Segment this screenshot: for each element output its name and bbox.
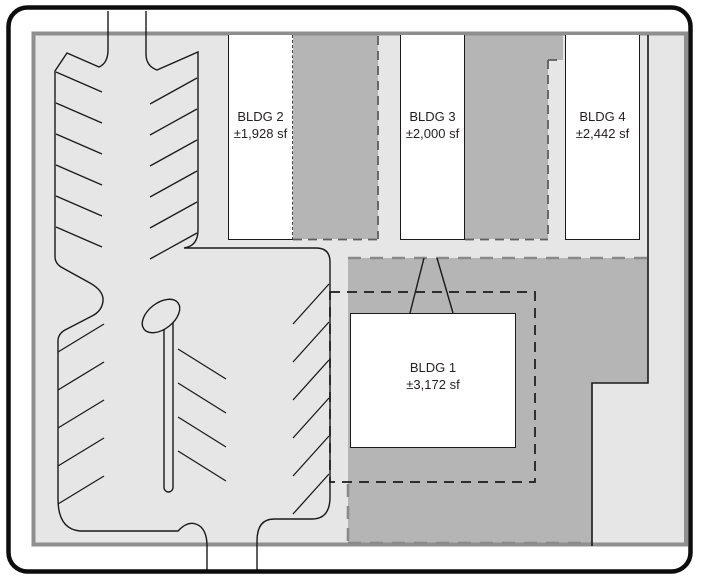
site-boundary-border (31, 31, 688, 547)
building-bldg-3: BLDG 3 ±2,000 sf (400, 35, 465, 240)
pad-dashed-edges (293, 36, 648, 545)
building-area: ±2,442 sf (575, 126, 630, 141)
building-bldg-2: BLDG 2 ±1,928 sf (228, 35, 293, 240)
outer-property-border (6, 5, 693, 574)
parking-outline-west (54, 11, 208, 572)
east-curb-line (591, 35, 649, 546)
building-area: ±1,928 sf (233, 126, 288, 141)
bldg1-pad-site-outline (329, 291, 536, 483)
building-name: BLDG 1 (409, 359, 457, 375)
building-name: BLDG 4 (579, 109, 626, 125)
building-name: BLDG 3 (409, 109, 456, 125)
pad-between-bldg2-bldg3 (293, 35, 378, 239)
parking-outline-east (145, 11, 331, 572)
building-bldg-1: BLDG 1 ±3,172 sf (350, 313, 516, 448)
building-bldg-4: BLDG 4 ±2,442 sf (565, 35, 640, 240)
building-area: ±2,000 sf (405, 126, 460, 141)
pad-between-bldg3-bldg4 (465, 35, 563, 239)
building-area: ±3,172 sf (406, 376, 460, 392)
light-pole-island (141, 298, 181, 493)
parking-stall-stripes (55, 71, 330, 515)
building-name: BLDG 2 (237, 109, 284, 125)
bldg1-connector-lines (409, 257, 454, 314)
